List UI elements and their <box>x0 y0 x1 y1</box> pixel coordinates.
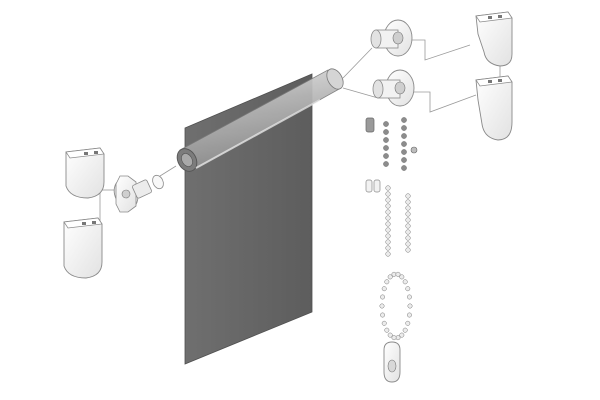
chain-bead <box>383 137 389 143</box>
left-bracket-upper <box>65 147 105 199</box>
right-bracket-lower <box>475 75 513 141</box>
chain-bead <box>384 279 390 285</box>
chain-weight <box>383 341 401 383</box>
chain-bead <box>385 209 391 215</box>
chain-bead <box>379 303 385 309</box>
chain-bead <box>401 149 407 155</box>
chain-bead <box>405 211 411 217</box>
chain-bead <box>385 251 391 257</box>
chain-bead <box>401 117 407 123</box>
chain-bead <box>384 327 390 333</box>
bead-chain-loop <box>379 117 413 341</box>
chain-bead <box>387 332 393 338</box>
chain-bead <box>405 229 411 235</box>
chain-bead <box>383 161 389 167</box>
chain-bead <box>380 294 386 300</box>
chain-bead <box>405 286 411 292</box>
chain-bead <box>399 274 405 280</box>
chain-bead <box>405 235 411 241</box>
chain-bead <box>405 223 411 229</box>
chain-bead <box>405 217 411 223</box>
chain-bead <box>406 294 412 300</box>
chain-bead <box>401 141 407 147</box>
chain-bead <box>381 320 387 326</box>
chain-bead <box>399 332 405 338</box>
chain-bead <box>387 274 393 280</box>
chain-connector-small <box>365 117 418 193</box>
chain-bead <box>381 286 387 292</box>
right-bracket-upper <box>475 11 513 67</box>
chain-bead <box>401 133 407 139</box>
connector-lines <box>99 39 501 225</box>
chain-bead <box>407 303 413 309</box>
chain-bead <box>405 193 411 199</box>
chain-bead <box>405 205 411 211</box>
clutch-lower <box>372 69 415 107</box>
chain-bead <box>380 312 386 318</box>
chain-bead <box>401 165 407 171</box>
chain-bead <box>402 327 408 333</box>
chain-bead <box>385 221 391 227</box>
chain-bead <box>385 191 391 197</box>
chain-bead <box>383 145 389 151</box>
chain-bead <box>383 121 389 127</box>
chain-bead <box>401 125 407 131</box>
chain-bead <box>385 215 391 221</box>
chain-bead <box>385 197 391 203</box>
chain-bead <box>405 241 411 247</box>
chain-bead <box>402 279 408 285</box>
chain-bead <box>401 157 407 163</box>
chain-bead <box>405 320 411 326</box>
left-bracket-lower <box>63 217 103 279</box>
chain-bead <box>391 335 397 341</box>
roller-tube <box>176 68 344 172</box>
chain-bead <box>395 271 401 277</box>
chain-bead <box>405 247 411 253</box>
clutch-upper <box>370 19 413 57</box>
chain-bead <box>405 199 411 205</box>
chain-bead <box>385 185 391 191</box>
chain-bead <box>383 129 389 135</box>
chain-bead <box>406 312 412 318</box>
chain-bead <box>385 227 391 233</box>
chain-bead <box>385 203 391 209</box>
chain-bead <box>385 233 391 239</box>
chain-bead <box>383 153 389 159</box>
idler-end-plug <box>113 174 164 213</box>
chain-bead <box>385 239 391 245</box>
chain-bead <box>385 245 391 251</box>
